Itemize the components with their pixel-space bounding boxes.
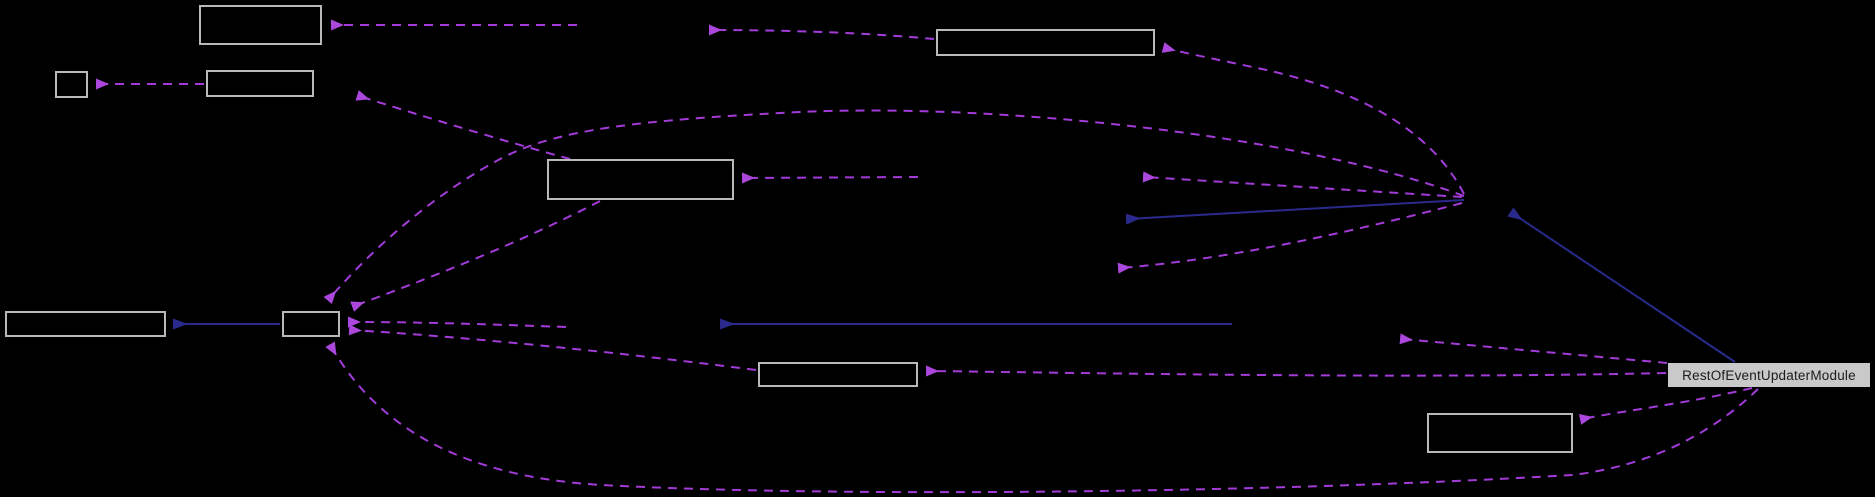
node-restofeventupdatermodule[interactable]: RestOfEventUpdaterModule — [1668, 363, 1870, 387]
usage-edge — [325, 341, 1759, 494]
usage-edge — [1161, 42, 1465, 195]
usage-edge — [348, 324, 757, 371]
usage-edge — [1117, 202, 1463, 274]
class-node[interactable] — [206, 70, 314, 97]
class-node[interactable] — [55, 71, 88, 98]
usage-edge — [1578, 387, 1753, 425]
class-node[interactable] — [936, 29, 1155, 56]
usage-edge — [355, 90, 571, 160]
inheritance-edge — [1125, 199, 1465, 225]
class-node[interactable] — [1427, 413, 1573, 453]
usage-edge — [1399, 333, 1668, 364]
class-node[interactable] — [547, 159, 734, 200]
inheritance-edge — [1507, 207, 1736, 363]
usage-edge — [323, 109, 1465, 305]
usage-edge — [708, 24, 935, 40]
class-node[interactable] — [5, 311, 166, 337]
class-node[interactable] — [282, 311, 340, 337]
usage-edge — [925, 365, 1667, 377]
usage-edge — [347, 316, 567, 328]
usage-edge — [1142, 171, 1463, 198]
usage-edge — [741, 172, 919, 184]
class-node[interactable] — [199, 5, 322, 45]
class-node[interactable] — [758, 362, 918, 387]
usage-edge — [350, 200, 601, 312]
